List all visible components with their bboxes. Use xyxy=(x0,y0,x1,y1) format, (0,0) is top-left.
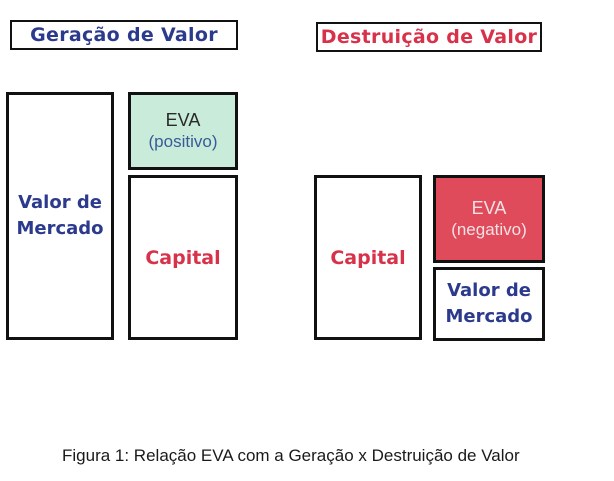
right-market-value-line2: Mercado xyxy=(445,306,533,327)
negative-eva-label: EVA xyxy=(471,198,507,218)
right-market-value-box: Valor de Mercado xyxy=(433,267,545,341)
left-capital-box: Capital xyxy=(128,175,238,340)
right-market-value-line1: Valor de xyxy=(447,280,531,301)
value-destruction-title-text: Destruição de Valor xyxy=(320,26,538,48)
negative-eva-sign: (negativo) xyxy=(451,220,527,239)
left-market-value-line1: Valor de xyxy=(18,192,102,213)
left-capital-label: Capital xyxy=(145,246,221,269)
positive-eva-label: EVA xyxy=(165,110,201,130)
figure-caption: Figura 1: Relação EVA com a Geração x De… xyxy=(62,446,520,465)
positive-eva-sign: (positivo) xyxy=(148,132,218,151)
negative-eva-box: EVA (negativo) xyxy=(433,175,545,263)
value-creation-title-text: Geração de Valor xyxy=(30,24,218,46)
value-destruction-title: Destruição de Valor xyxy=(316,22,542,52)
value-creation-title: Geração de Valor xyxy=(10,20,238,50)
left-market-value-box: Valor de Mercado xyxy=(6,92,114,340)
right-capital-label: Capital xyxy=(330,246,406,269)
positive-eva-box: EVA (positivo) xyxy=(128,92,238,170)
right-capital-box: Capital xyxy=(314,175,422,340)
left-market-value-line2: Mercado xyxy=(16,218,104,239)
